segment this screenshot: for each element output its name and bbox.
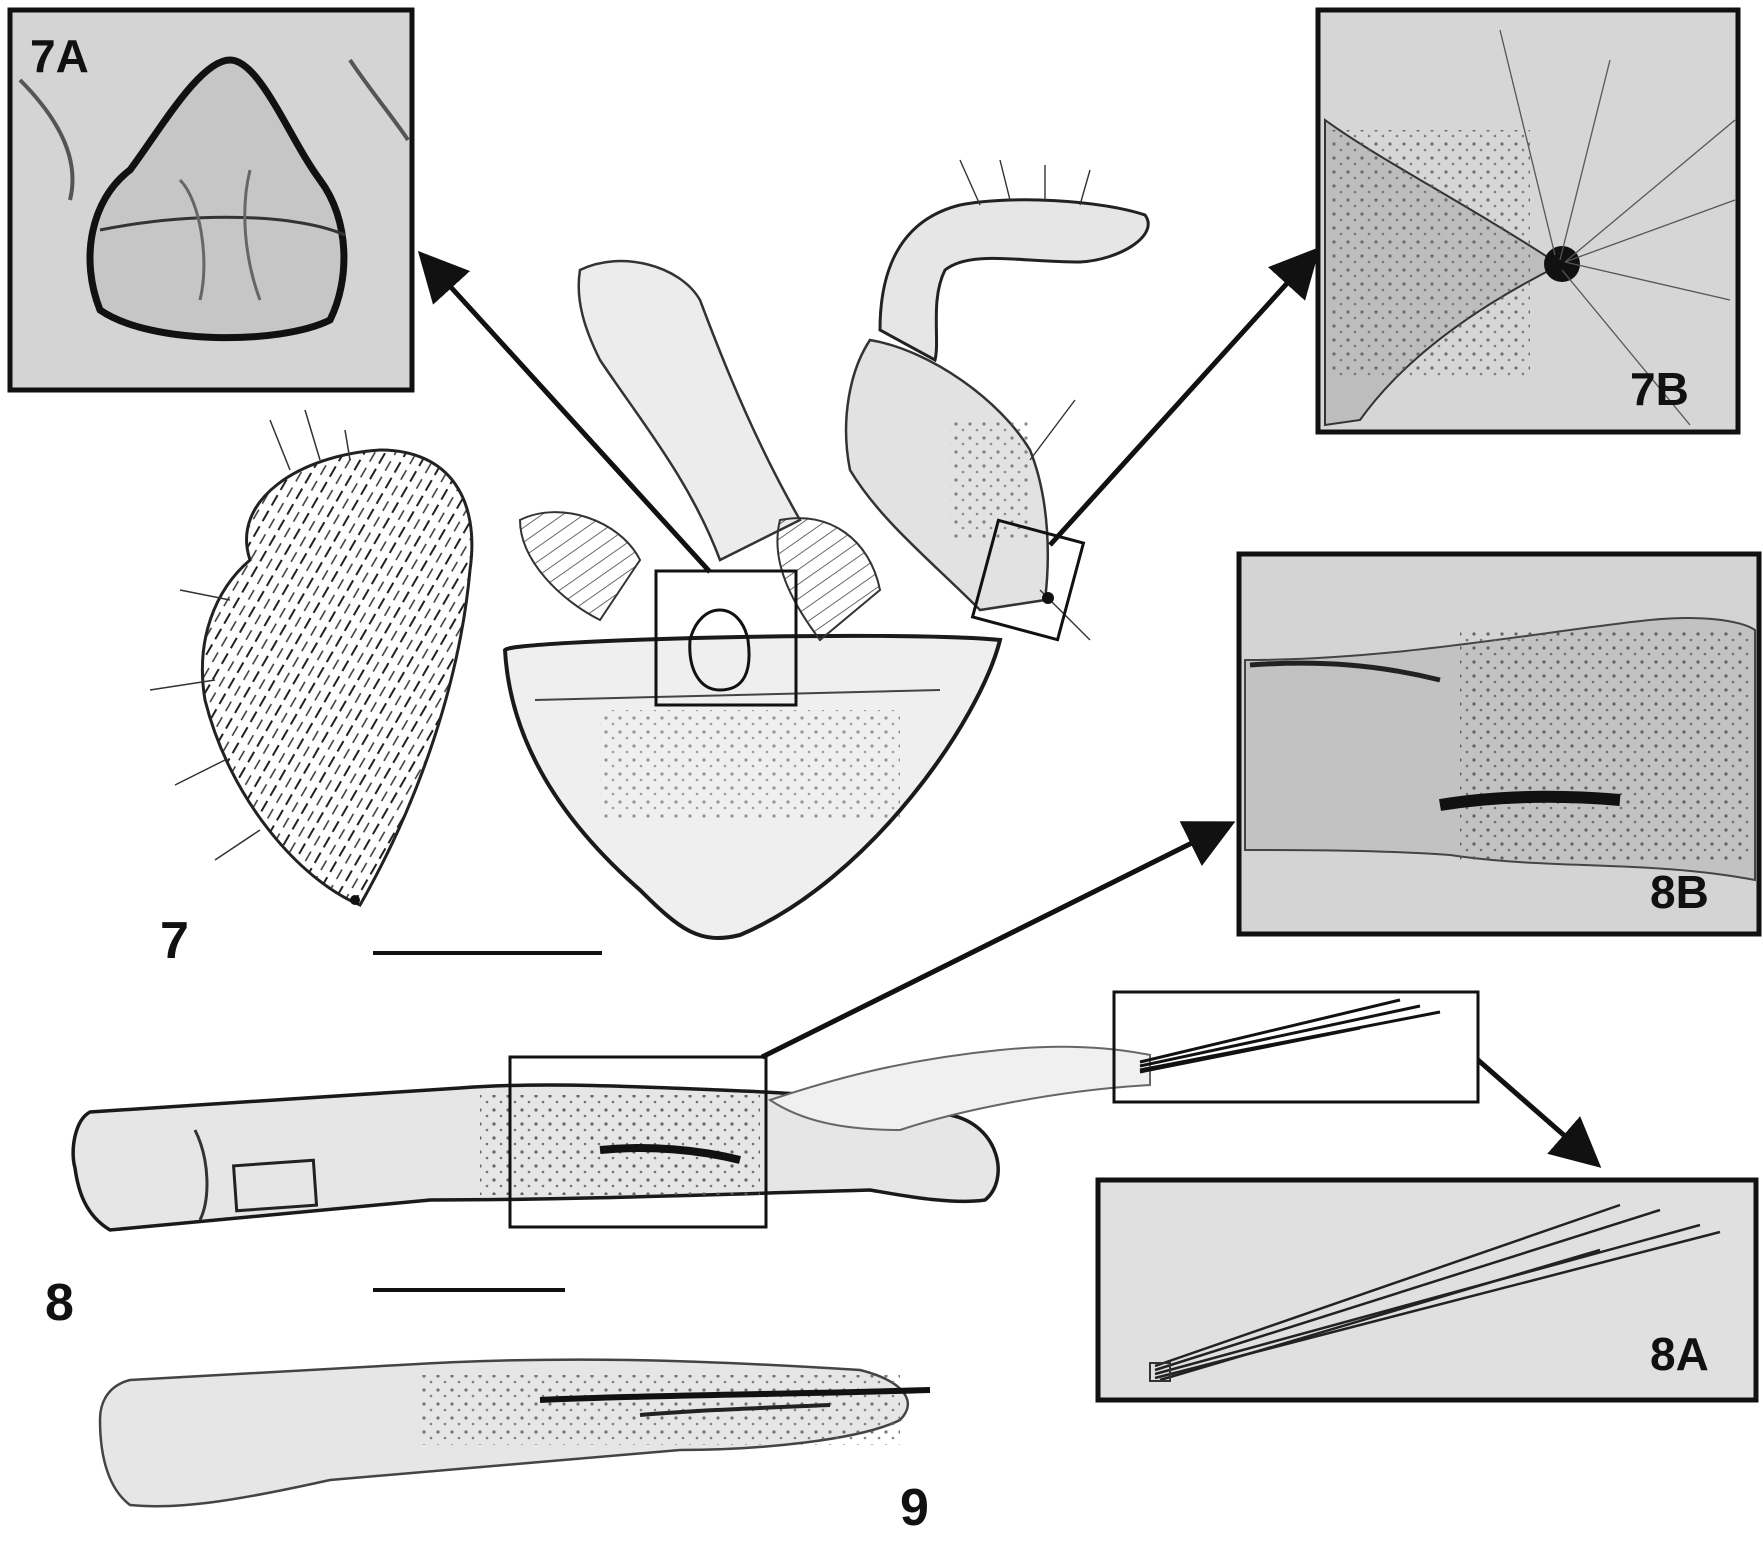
label-fig-9: 9 bbox=[900, 1479, 929, 1537]
svg-text:8B: 8B bbox=[1650, 866, 1709, 918]
label-fig-8: 8 bbox=[45, 1274, 74, 1332]
arrow-to-7b bbox=[1048, 246, 1321, 547]
arrow-to-8a bbox=[1476, 1058, 1602, 1168]
detail-box-8a bbox=[1112, 990, 1480, 1104]
arrow-to-7a bbox=[417, 250, 712, 574]
inset-7a: 7A bbox=[7, 7, 415, 393]
valva-left bbox=[200, 448, 474, 907]
valva-setae bbox=[149, 409, 351, 861]
inset-8b: 8B bbox=[1236, 551, 1762, 937]
svg-text:7A: 7A bbox=[30, 30, 89, 82]
detail-box-7a bbox=[654, 569, 798, 707]
inset-8a: 8A bbox=[1095, 1177, 1759, 1403]
figure-7-specimen bbox=[149, 159, 1150, 940]
inset-7b: 7B bbox=[1315, 7, 1741, 435]
label-fig-7: 7 bbox=[160, 912, 189, 970]
figure-9-specimen bbox=[98, 1358, 931, 1508]
detail-box-7b bbox=[970, 518, 1086, 642]
svg-text:7B: 7B bbox=[1630, 363, 1689, 415]
valva-right-process bbox=[878, 198, 1150, 363]
uncus bbox=[577, 259, 802, 562]
svg-text:8A: 8A bbox=[1650, 1328, 1709, 1380]
arrow-to-8b bbox=[760, 821, 1236, 1060]
detail-box-8b bbox=[508, 1055, 768, 1229]
